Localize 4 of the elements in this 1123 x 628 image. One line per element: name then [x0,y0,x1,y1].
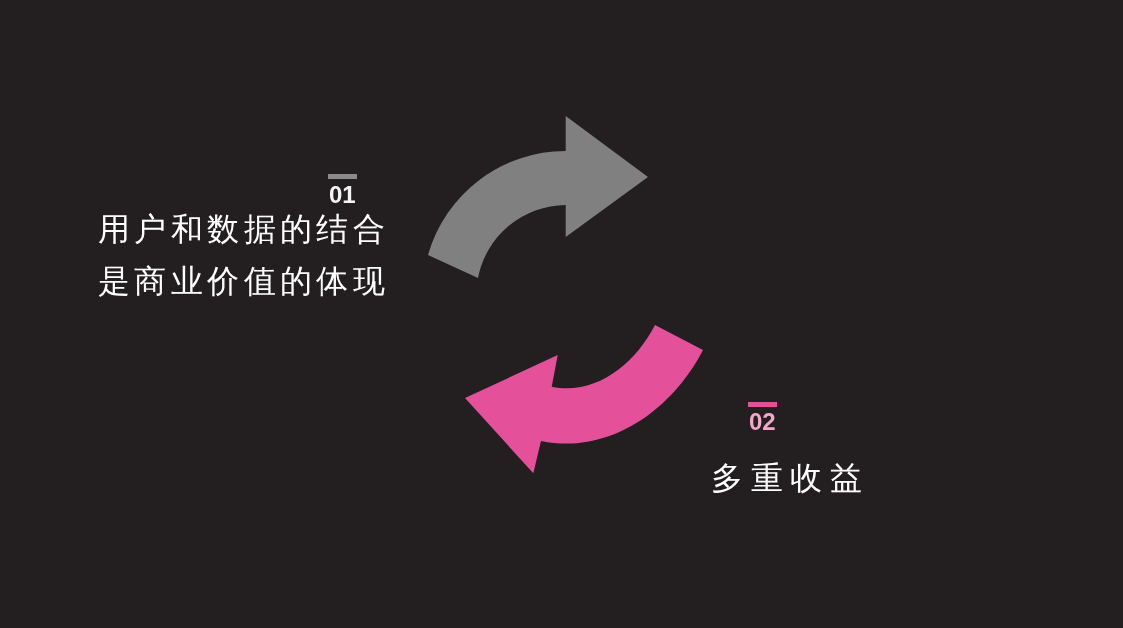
statement-text: 多重收益 [711,458,870,499]
statement-text: 用户和数据的结合是商业价值的体现 [98,209,391,302]
step-number: 01 [329,183,356,207]
step-number: 02 [749,410,776,434]
